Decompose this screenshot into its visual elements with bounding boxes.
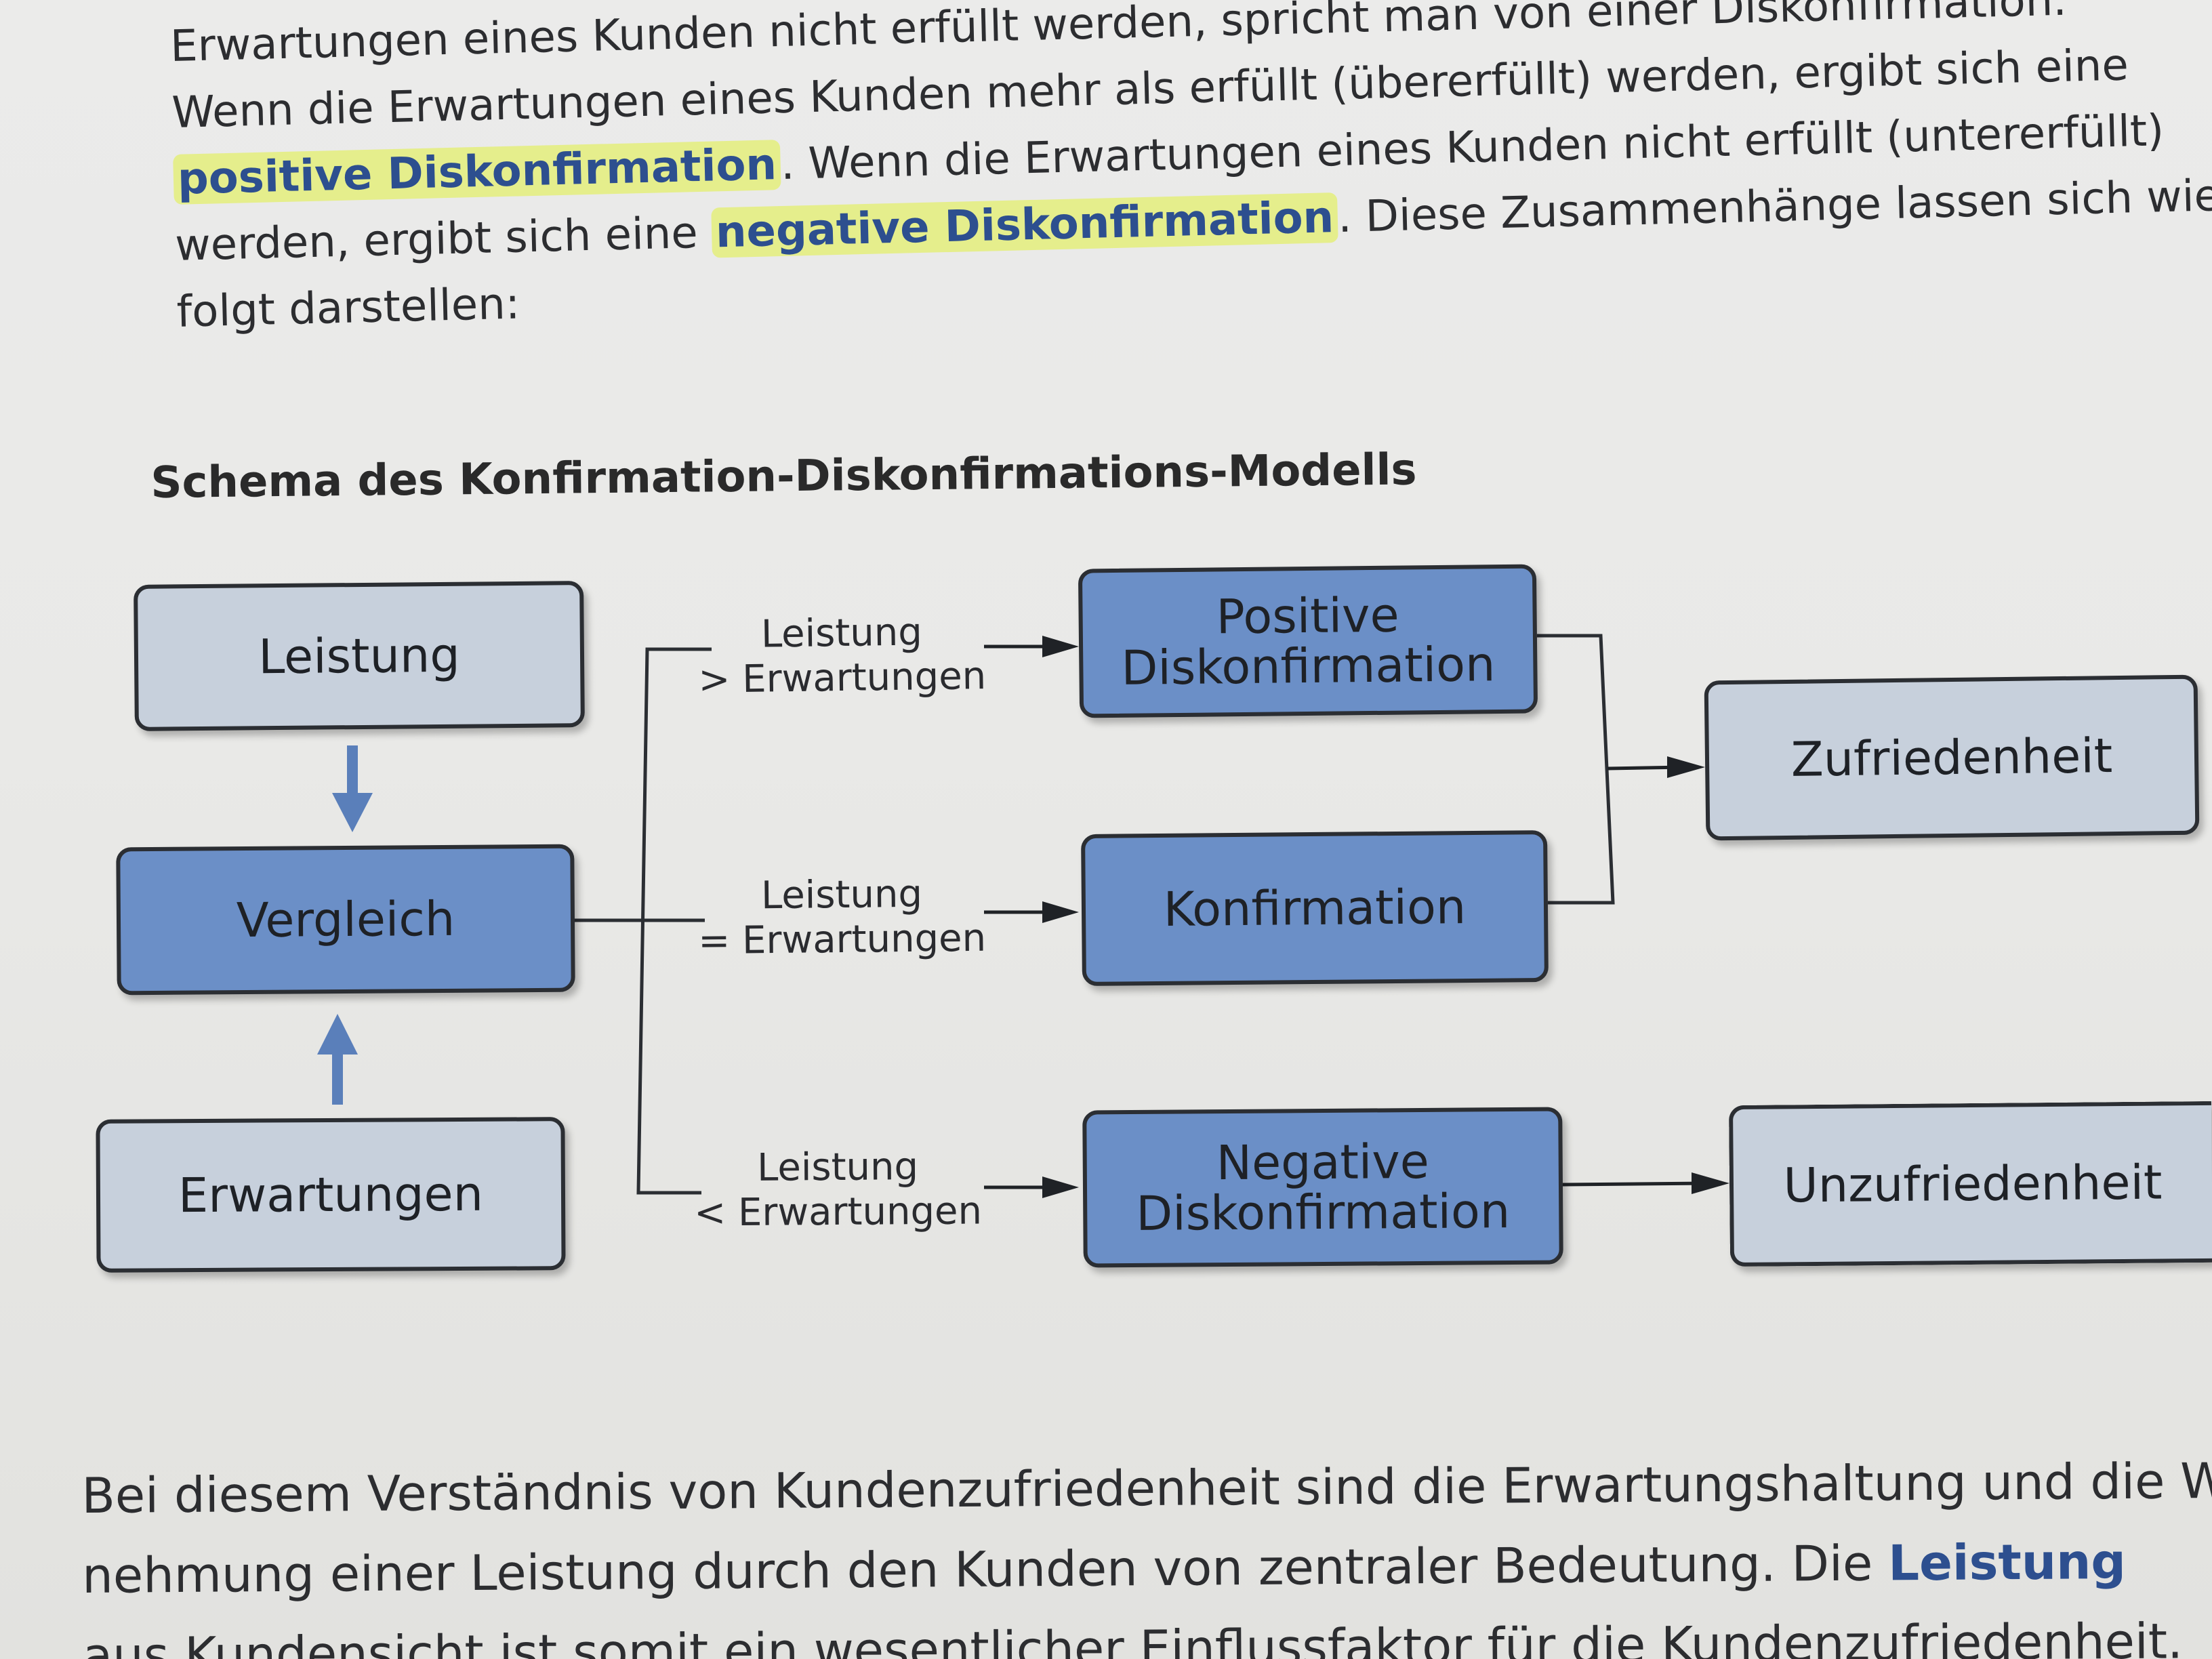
greater-arrow (984, 636, 1079, 657)
branch-bracket (636, 647, 712, 1195)
condition-less-line-1: Leistung (756, 1145, 919, 1190)
negative-label-line-1: Negative (1216, 1133, 1430, 1191)
condition-less-line-2: < Erwartungen (694, 1189, 983, 1235)
condition-greater-line-1: Leistung (760, 610, 923, 657)
condition-equal: Leistung = Erwartungen (697, 872, 986, 964)
konfirmation-label: Konfirmation (1163, 879, 1467, 937)
erwartungen-to-vergleich-arrow (317, 1014, 358, 1105)
unzufriedenheit-label: Unzufriedenheit (1783, 1154, 2163, 1214)
zufriedenheit-box: Zufriedenheit (1704, 674, 2200, 841)
zufriedenheit-label: Zufriedenheit (1790, 728, 2113, 787)
less-arrow (984, 1176, 1079, 1198)
to-unzufriedenheit-arrow (1562, 1172, 1729, 1194)
negative-label-line-2: Diskonfirmation (1136, 1183, 1511, 1242)
outro-line-2-start: nehmung einer Leistung durch den Kunden … (81, 1534, 1889, 1604)
outro-paragraph: Bei diesem Verständnis von Kundenzufried… (81, 1440, 2212, 1659)
leistung-to-vergleich-arrow (332, 745, 373, 832)
erwartungen-box: Erwartungen (96, 1117, 566, 1273)
negative-diskonfirmation-box: Negative Diskonfirmation (1082, 1107, 1563, 1268)
condition-equal-line-2: = Erwartungen (698, 916, 987, 964)
condition-greater: Leistung > Erwartungen (697, 609, 987, 703)
positive-diskonfirmation-box: Positive Diskonfirmation (1078, 564, 1538, 718)
positive-label-line-1: Positive (1216, 587, 1399, 645)
konfirmation-box: Konfirmation (1081, 830, 1549, 986)
positive-label-line-2: Diskonfirmation (1121, 636, 1496, 696)
leistung-label: Leistung (258, 627, 461, 685)
outro-line-1: Bei diesem Verständnis von Kundenzufried… (81, 1451, 2212, 1524)
vergleich-label: Vergleich (236, 890, 455, 949)
unzufriedenheit-box: Unzufriedenheit (1728, 1101, 2212, 1267)
to-zufriedenheit-arrow (1607, 756, 1705, 778)
condition-less: Leistung < Erwartungen (694, 1145, 983, 1236)
erwartungen-label: Erwartungen (178, 1166, 484, 1224)
vergleich-box: Vergleich (116, 844, 575, 996)
condition-equal-line-1: Leistung (760, 872, 923, 918)
leistung-term: Leistung (1887, 1532, 2127, 1592)
leistung-box: Leistung (134, 581, 585, 731)
equal-arrow (984, 901, 1079, 923)
outro-line-2: nehmung einer Leistung durch den Kunden … (82, 1520, 2212, 1616)
merge-bracket (1537, 634, 1615, 905)
condition-greater-line-2: > Erwartungen (698, 654, 987, 702)
